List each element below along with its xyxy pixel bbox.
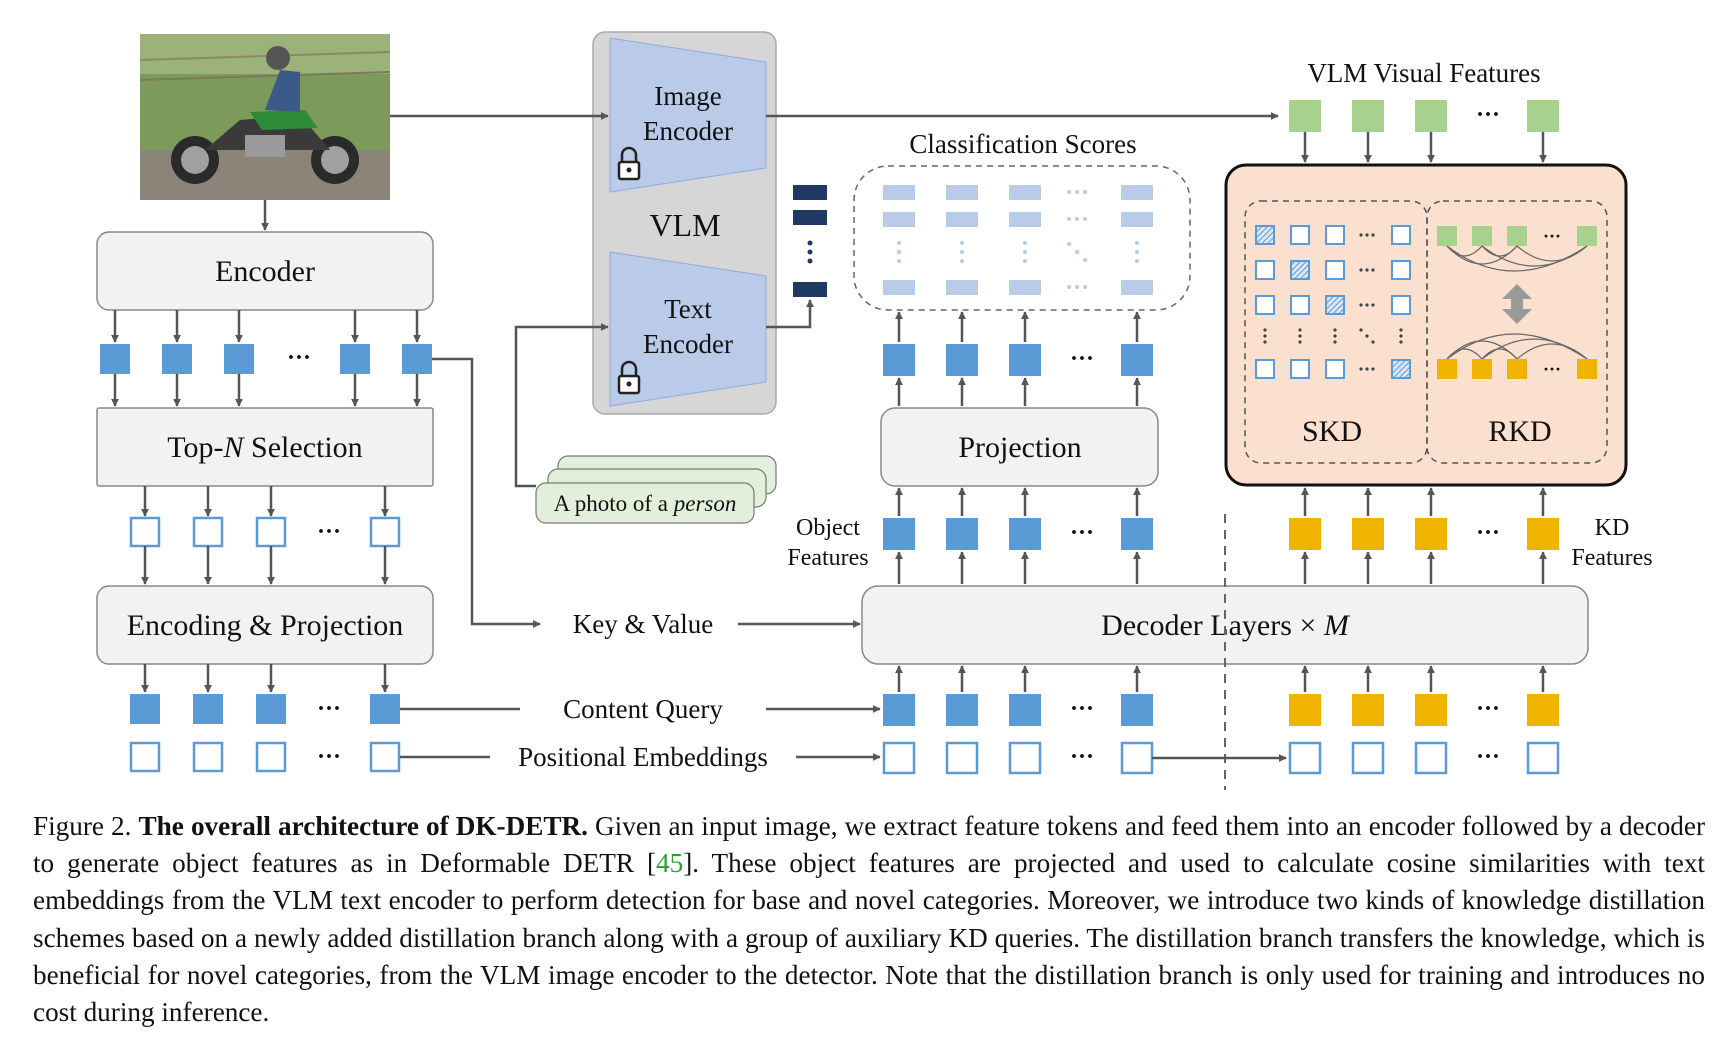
positional-tokens-right: ··· ··· bbox=[882, 741, 1560, 775]
caption-bold: The overall architecture of DK-DETR. bbox=[138, 811, 588, 841]
image-encoder-trapezoid bbox=[609, 37, 767, 193]
skd-label: SKD bbox=[1302, 415, 1362, 448]
svg-text:···: ··· bbox=[1070, 696, 1094, 722]
text-prompt-cards: A photo of a person bbox=[535, 455, 777, 524]
rkd-student-relations bbox=[1446, 333, 1588, 360]
classification-scores-title: Classification Scores bbox=[909, 129, 1136, 159]
lock-icon bbox=[617, 146, 641, 181]
projected-token-row: ··· bbox=[883, 344, 1153, 376]
token bbox=[224, 344, 254, 374]
kd-features-label: KD bbox=[1595, 515, 1630, 541]
svg-text:···: ··· bbox=[1543, 226, 1561, 246]
svg-text:Encoder: Encoder bbox=[643, 329, 733, 359]
kd-query-tokens: ··· bbox=[1289, 694, 1559, 726]
encoder-arrows bbox=[111, 310, 421, 407]
token bbox=[402, 344, 432, 374]
caption-prefix: Figure 2. bbox=[33, 811, 139, 841]
query-arrows bbox=[895, 665, 1547, 692]
rkd-teacher-tokens bbox=[1437, 226, 1597, 246]
rkd-region bbox=[1426, 200, 1608, 464]
bidirectional-arrow-icon bbox=[1502, 284, 1532, 324]
svg-text:Encoder: Encoder bbox=[643, 116, 733, 146]
svg-text:···: ··· bbox=[317, 519, 341, 545]
prompt-to-text-encoder-arrow bbox=[514, 323, 609, 488]
object-features-label: Object bbox=[796, 515, 860, 541]
kd-feature-arrows bbox=[1301, 487, 1547, 516]
decoder-layers-box: Decoder Layers × M bbox=[861, 585, 1589, 665]
svg-text:···: ··· bbox=[1543, 359, 1561, 379]
svg-text:···: ··· bbox=[1476, 696, 1500, 722]
encoder-token-row: ··· bbox=[100, 344, 432, 374]
svg-text:···: ··· bbox=[1476, 102, 1500, 128]
vlm-block: Image Encoder VLM Text Encoder bbox=[592, 31, 777, 415]
text-embeddings bbox=[793, 185, 827, 297]
token bbox=[162, 344, 192, 374]
caption-text-2: ]. These object features are projected a… bbox=[33, 848, 1705, 1028]
svg-text:···: ··· bbox=[317, 696, 341, 722]
dots: ··· bbox=[287, 345, 311, 371]
svg-text:···: ··· bbox=[1476, 744, 1500, 770]
input-image bbox=[139, 34, 391, 200]
skd-similarity-matrix bbox=[1255, 225, 1411, 379]
text-encoder-label: Text bbox=[664, 294, 712, 324]
vlm-visual-features-label: VLM Visual Features bbox=[1307, 58, 1540, 88]
svg-text:···: ··· bbox=[1070, 744, 1094, 770]
encoder-label: Encoder bbox=[215, 255, 315, 288]
token bbox=[340, 344, 370, 374]
svg-text:···: ··· bbox=[1070, 346, 1094, 372]
token bbox=[100, 344, 130, 374]
kd-panel: SKD RKD bbox=[1224, 163, 1628, 487]
key-value-line bbox=[432, 357, 541, 628]
rkd-student-tokens bbox=[1437, 359, 1597, 379]
visual-feature-arrows bbox=[1301, 132, 1547, 163]
svg-text:···: ··· bbox=[1476, 520, 1500, 546]
kd-feature-tokens: ··· bbox=[1289, 518, 1559, 550]
text-encoder-trapezoid bbox=[609, 251, 767, 407]
vlm-visual-feature-tokens: ··· bbox=[1289, 100, 1559, 132]
positional-embeddings-label: Positional Embeddings bbox=[518, 742, 768, 772]
positional-tokens-left: ··· bbox=[129, 741, 401, 773]
caption-text-1: Given an input image, we extract feature… bbox=[33, 811, 1706, 879]
topn-token-row: ··· bbox=[129, 516, 401, 548]
classification-scores-matrix bbox=[853, 165, 1191, 311]
topn-arrows bbox=[141, 486, 389, 693]
figure-caption: Figure 2. The overall architecture of DK… bbox=[33, 808, 1705, 1031]
caption-reference-link[interactable]: 45 bbox=[656, 848, 684, 879]
svg-text:Features: Features bbox=[1571, 545, 1652, 571]
encoding-projection-box: Encoding & Projection bbox=[96, 585, 434, 665]
text-encoder-to-embeddings-arrow bbox=[766, 299, 814, 329]
content-query-tokens-right: ··· bbox=[883, 694, 1153, 726]
lock-icon bbox=[617, 360, 641, 395]
enc-proj-label: Encoding & Projection bbox=[127, 609, 404, 642]
projected-arrows bbox=[895, 311, 1141, 406]
object-feature-arrows bbox=[895, 487, 1547, 584]
encoder-box: Encoder bbox=[96, 231, 434, 311]
topn-label: Top-N Selection bbox=[167, 431, 362, 464]
svg-text:Features: Features bbox=[787, 545, 868, 571]
projection-label: Projection bbox=[958, 431, 1081, 464]
content-query-label: Content Query bbox=[563, 694, 723, 724]
topn-selection-box: Top-N Selection bbox=[96, 407, 434, 487]
architecture-diagram: Encoder Top-N Selection Encoding & Proje… bbox=[96, 31, 1653, 790]
decoder-label: Decoder Layers × M bbox=[1101, 609, 1351, 642]
image-encoder-label: Image bbox=[654, 81, 721, 111]
content-query-tokens-left: ··· bbox=[130, 694, 400, 724]
rkd-label: RKD bbox=[1488, 415, 1551, 448]
projection-box: Projection bbox=[880, 407, 1159, 487]
prompt-text: A photo of a person bbox=[554, 491, 737, 516]
key-value-label: Key & Value bbox=[573, 609, 713, 639]
vlm-label: VLM bbox=[649, 207, 720, 243]
svg-text:···: ··· bbox=[1070, 520, 1094, 546]
rkd-teacher-relations bbox=[1446, 245, 1588, 272]
svg-text:···: ··· bbox=[317, 744, 341, 770]
object-feature-tokens: ··· bbox=[883, 518, 1153, 550]
